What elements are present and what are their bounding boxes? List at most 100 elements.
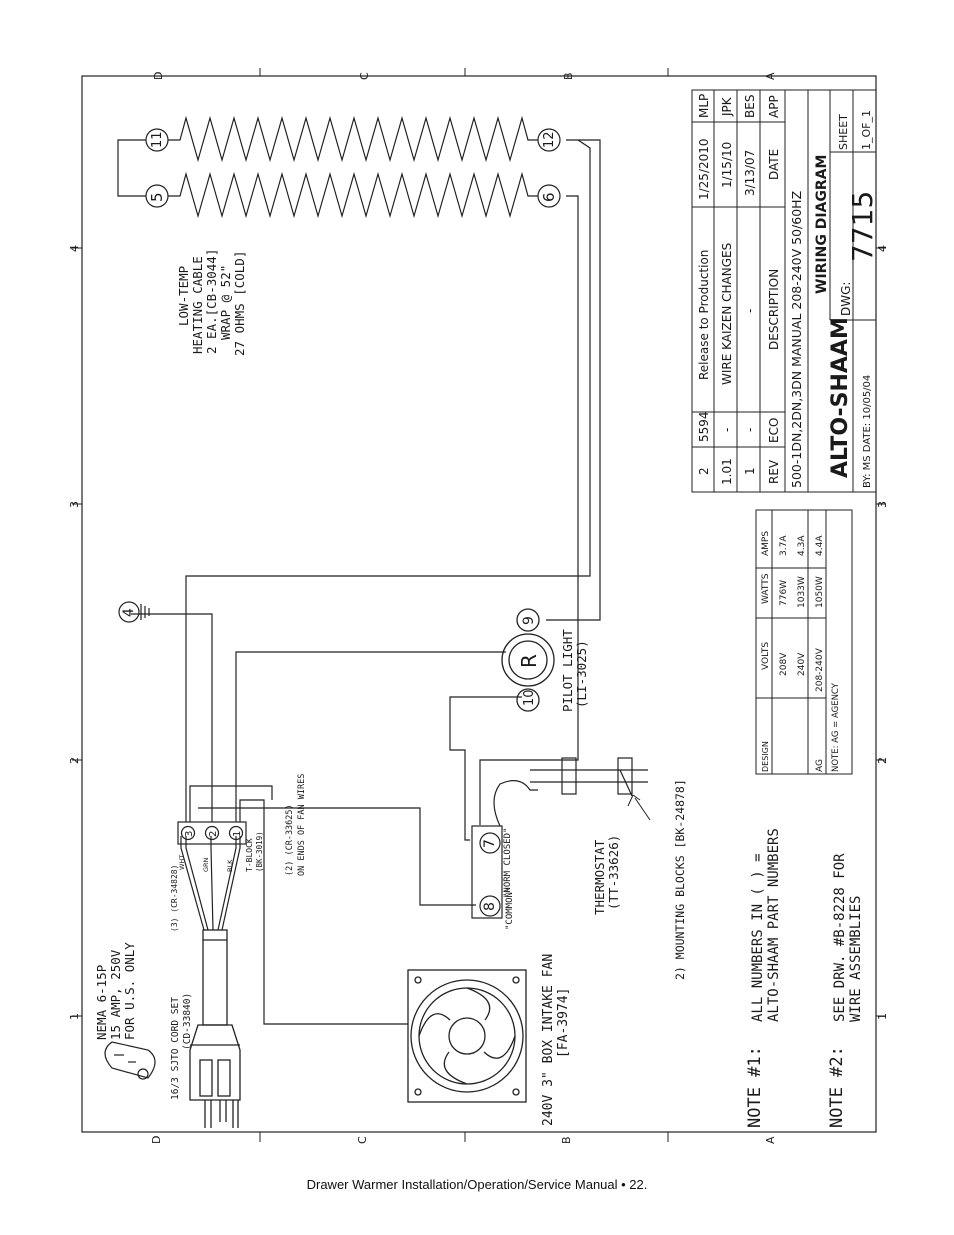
zone-letter-bottom-a: A xyxy=(764,1136,777,1144)
spec-header-watts: WATTS xyxy=(761,573,771,604)
thermostat-icon xyxy=(471,757,648,919)
tblock-label-line2: (BK-3019) xyxy=(255,831,264,872)
rev-header-rev: REV xyxy=(767,459,781,484)
crimp-label: (3) (CR-34828) xyxy=(170,865,179,932)
plug-label-line1: NEMA 6-15P xyxy=(94,965,109,1040)
zone-letter-top-a: A xyxy=(764,72,777,80)
rev-header-date: DATE xyxy=(767,149,781,180)
zone-number-left-1: 1 xyxy=(68,1013,81,1020)
cord-label-line2: (CD-33840) xyxy=(182,993,193,1050)
sheet-label: SHEET xyxy=(837,114,850,150)
model-line: 500-1DN,2DN,3DN MANUAL 208-240V 50/60HZ xyxy=(789,191,804,488)
note2-line2: WIRE ASSEMBLIES xyxy=(848,896,864,1022)
rev-row3-description: - xyxy=(743,309,757,313)
pilot-label-line1: PILOT LIGHT xyxy=(560,629,575,712)
drawing-frame xyxy=(81,75,877,1133)
cord-wires xyxy=(180,836,241,931)
rev-header-eco: ECO xyxy=(767,418,781,443)
cable-label-line2: HEATING CABLE xyxy=(190,256,205,354)
spec-note: NOTE: AG = AGENCY xyxy=(831,682,841,772)
tblock-label-line1: T-BLOCK xyxy=(245,838,254,872)
pilot-light-icon xyxy=(501,608,555,712)
cable-terminal-11: 11 xyxy=(150,131,165,148)
pilot-letter: R xyxy=(517,654,541,668)
pilot-label-line2: (LI-3025) xyxy=(574,640,589,708)
zone-number-right-2: 2 xyxy=(876,757,889,764)
zone-number-left-3: 3 xyxy=(68,501,81,508)
pilot-terminal-9: 9 xyxy=(521,616,537,625)
cable-label-line1: LOW-TEMP xyxy=(176,266,191,326)
plug-label-line2: 15 AMP, 250V xyxy=(108,949,123,1040)
thermostat-terminal-8: 8 xyxy=(482,902,498,911)
ground-terminal xyxy=(118,601,150,623)
rev-row3-date: 3/13/07 xyxy=(743,150,757,196)
dwg-label: DWG: xyxy=(839,282,853,316)
fan-wires-label-line2: ON ENDS OF FAN WIRES xyxy=(297,774,307,876)
zone-number-right-1: 1 xyxy=(876,1013,889,1020)
spec-header-amps: AMPS xyxy=(761,531,771,556)
rev-row1-rev: 2 xyxy=(697,467,711,475)
thermostat-terminal-7: 7 xyxy=(482,839,498,848)
cable-label-line4: WRAP @ 52" xyxy=(218,265,233,340)
spec-row2-watts: 1033W xyxy=(797,576,807,608)
rev-row1-app: MLP xyxy=(697,94,711,118)
cable-terminal-5: 5 xyxy=(148,192,166,202)
zone-number-left-4: 4 xyxy=(68,245,81,252)
title-block xyxy=(691,89,877,493)
plug-face-icon xyxy=(104,1041,156,1080)
rev-row3-rev: 1 xyxy=(743,467,757,475)
rev-header-description: DESCRIPTION xyxy=(767,269,781,350)
note1-title: NOTE #1: xyxy=(745,1046,765,1128)
heating-cable-icon xyxy=(145,115,561,219)
zone-letter-bottom-d: D xyxy=(150,1136,163,1144)
zone-letter-bottom-c: C xyxy=(356,1136,369,1144)
wire-label-grn: GRN xyxy=(202,857,210,872)
spec-header-volts: VOLTS xyxy=(761,642,771,670)
rev-row2-date: 1/15/10 xyxy=(720,142,734,188)
rev-row3-app: BES xyxy=(743,95,757,118)
cable-label-line5: 27 OHMS [COLD] xyxy=(232,251,247,356)
tblock-terminal-3: 3 xyxy=(184,831,195,837)
ground-terminal-number: 4 xyxy=(121,608,137,617)
sheet-value: 1_OF_1 xyxy=(860,110,873,150)
cable-terminal-6: 6 xyxy=(540,192,558,202)
note2-line1: SEE DRW. #B-8228 FOR xyxy=(832,853,848,1022)
note1-line2: ALTO-SHAAM PART NUMBERS xyxy=(766,828,782,1022)
thermostat-label-line1: THERMOSTAT xyxy=(592,839,607,915)
spec-row2-volts: 240V xyxy=(797,652,807,676)
common-label: "COMMON" xyxy=(505,887,515,930)
thermostat-label-line2: (TT-33626) xyxy=(606,835,621,910)
tblock-terminal-1: 1 xyxy=(232,831,243,837)
fan-wires-label-line1: (2) (CR-33625) xyxy=(285,804,295,876)
spec-row1-amps: 3.7A xyxy=(779,535,789,556)
alto-shaam-logo: ALTO-SHAAM xyxy=(828,317,853,478)
spec-header-design: DESIGN xyxy=(761,741,770,772)
rev-row1-description: Release to Production xyxy=(697,250,711,380)
rev-row2-eco: - xyxy=(720,428,734,432)
zone-number-left-2: 2 xyxy=(68,757,81,764)
cable-terminal-12: 12 xyxy=(542,131,557,148)
plug-label-line3: FOR U.S. ONLY xyxy=(122,942,137,1040)
tblock-terminal-2: 2 xyxy=(208,831,219,837)
note2-title: NOTE #2: xyxy=(827,1046,847,1128)
drawn-by-date: BY: MS DATE: 10/05/04 xyxy=(862,375,873,488)
spec-row3-design: AG xyxy=(815,759,825,772)
fan-label-line2: [FA-3974] xyxy=(556,988,571,1058)
rev-header-app: APP xyxy=(767,95,781,118)
spec-row2-amps: 4.3A xyxy=(797,535,807,556)
zone-letter-top-b: B xyxy=(562,72,575,80)
rev-row2-description: WIRE KAIZEN CHANGES xyxy=(720,243,734,385)
rev-row2-rev: 1.01 xyxy=(720,458,734,485)
zone-number-right-4: 4 xyxy=(876,245,889,252)
rev-row1-date: 1/25/2010 xyxy=(697,138,711,200)
norm-closed-label: "NORM CLOSED" xyxy=(503,828,513,898)
fan-icon xyxy=(407,969,527,1103)
rev-row1-eco: 5594 xyxy=(697,411,711,442)
spec-row1-watts: 776W xyxy=(779,580,789,606)
page-footer: Drawer Warmer Installation/Operation/Ser… xyxy=(306,1177,648,1192)
cord-plug-icon xyxy=(189,929,241,1128)
mounting-arrow xyxy=(627,794,651,821)
wiring-diagram-sheet: D C B A D C B A 1 2 3 4 1 2 3 4 NEMA 6-1… xyxy=(68,68,889,1144)
cable-label-line3: 2 EA.[CB-3044] xyxy=(204,249,219,354)
wire-label-wht: WHT xyxy=(178,855,186,870)
